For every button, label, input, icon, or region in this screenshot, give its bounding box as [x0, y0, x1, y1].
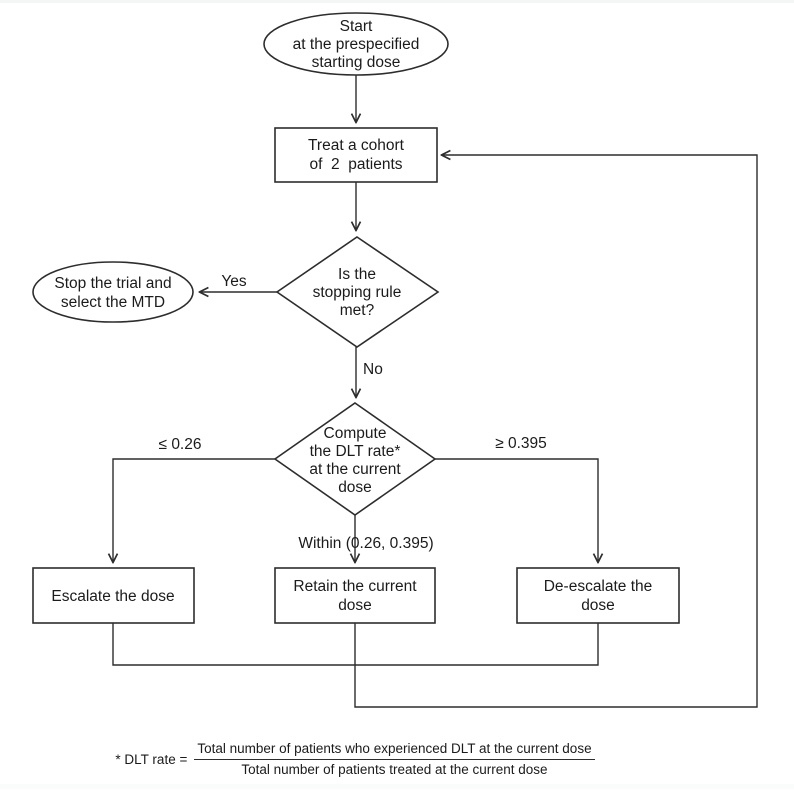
start-node-text: starting dose: [312, 54, 401, 71]
stopping-rule-text: met?: [340, 302, 375, 319]
treat-cohort-node: [274, 127, 438, 183]
dlt-rate-footnote: * DLT rate = Total number of patients wh…: [0, 741, 710, 778]
deescalate-text: De-escalate the: [544, 578, 653, 595]
page-edge-bottom: [0, 784, 794, 789]
edge-compute-high-to-deescalate: [435, 458, 598, 562]
stopping-rule-decision: [275, 236, 440, 348]
compute-dlt-text: the DLT rate*: [310, 443, 401, 460]
footnote-prefix: * DLT rate =: [115, 752, 188, 767]
treat-cohort-text: of 2 patients: [309, 156, 402, 173]
page-edge-top: [0, 0, 794, 3]
start-node-text: at the prespecified: [293, 36, 420, 53]
fraction-denominator: Total number of patients treated at the …: [241, 762, 548, 777]
edge-compute-low-to-escalate: [113, 458, 275, 562]
compute-dlt-text: at the current: [309, 461, 401, 478]
escalate-node: [32, 567, 195, 624]
start-node-text: Start: [340, 18, 373, 35]
stopping-rule-text: stopping rule: [313, 284, 402, 301]
stop-trial-text: Stop the trial and: [54, 275, 171, 292]
compute-dlt-text: dose: [338, 479, 372, 496]
compute-dlt-text: Compute: [324, 425, 387, 442]
stopping-rule-text: Is the: [338, 266, 376, 283]
fraction-numerator: Total number of patients who experienced…: [194, 741, 595, 760]
label-low-threshold: ≤ 0.26: [159, 436, 202, 453]
label-no: No: [363, 361, 383, 378]
label-yes: Yes: [221, 273, 247, 290]
start-node: [263, 12, 449, 76]
compute-dlt-decision: [273, 402, 437, 516]
stop-trial-text: select the MTD: [61, 294, 165, 311]
edge-feedback-loop-to-treat: [354, 155, 758, 708]
retain-node: [274, 567, 436, 624]
dlt-rate-fraction: Total number of patients who experienced…: [194, 741, 595, 778]
escalate-text: Escalate the dose: [51, 588, 174, 605]
label-high-threshold: ≥ 0.395: [495, 435, 547, 452]
retain-text: Retain the current: [293, 578, 417, 595]
deescalate-text: dose: [581, 597, 615, 614]
treat-cohort-text: Treat a cohort: [308, 137, 405, 154]
stop-trial-node: [32, 261, 194, 323]
label-within-range: Within (0.26, 0.395): [298, 535, 433, 552]
retain-text: dose: [338, 597, 372, 614]
deescalate-node: [516, 567, 680, 624]
